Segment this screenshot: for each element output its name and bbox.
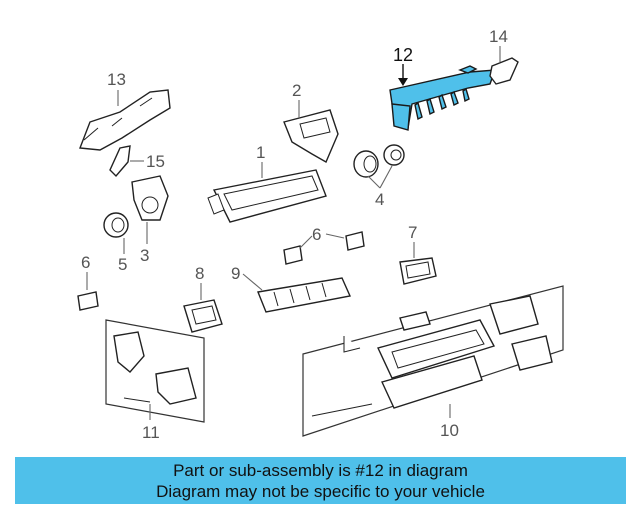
part-3-vent-housing[interactable] [131, 175, 169, 221]
part-6-clips-middle[interactable] [283, 231, 365, 265]
info-banner: Part or sub-assembly is #12 in diagram D… [15, 457, 626, 504]
callout-1: 1 [256, 143, 265, 162]
part-14-bracket[interactable] [489, 57, 519, 85]
banner-line-2: Diagram may not be specific to your vehi… [156, 482, 485, 501]
part-10-duct-assembly[interactable] [311, 295, 553, 417]
callout-7: 7 [408, 223, 417, 242]
part-5-round-vent[interactable] [103, 212, 129, 238]
callout-8: 8 [195, 264, 204, 283]
part-9-center-vent[interactable] [257, 277, 351, 313]
callout-3: 3 [140, 246, 149, 265]
callout-6-left: 6 [81, 253, 90, 272]
callout-9: 9 [231, 264, 240, 283]
leader-4 [367, 165, 393, 189]
callout-4: 4 [375, 190, 384, 209]
leader-6-middle [299, 233, 345, 249]
callout-14: 14 [489, 27, 508, 46]
part-6-clip-left[interactable] [77, 291, 99, 311]
banner-line-1: Part or sub-assembly is #12 in diagram [173, 461, 468, 480]
panel-11 [105, 319, 205, 423]
parts-diagram: 12 14 13 15 3 5 6 1 [77, 27, 564, 442]
panel-10 [302, 285, 564, 437]
part-7-side-vent[interactable] [399, 257, 437, 285]
callout-2: 2 [292, 81, 301, 100]
part-12-duct[interactable] [389, 65, 497, 131]
part-2-vent-bracket[interactable] [283, 109, 339, 163]
part-1-center-vent[interactable] [207, 169, 327, 223]
callout-10: 10 [440, 421, 459, 440]
part-15-clip[interactable] [109, 145, 131, 178]
callout-11: 11 [142, 423, 160, 442]
callout-13: 13 [107, 70, 126, 89]
part-8-side-vent[interactable] [183, 299, 223, 333]
part-13-duct[interactable] [79, 89, 171, 151]
part-11-assembly[interactable] [113, 331, 197, 405]
leader-9 [242, 273, 263, 291]
callout-6-middle: 6 [312, 225, 321, 244]
callout-5: 5 [118, 255, 127, 274]
callout-15: 15 [146, 152, 165, 171]
part-4-round-vents[interactable] [353, 144, 405, 178]
arrow-12 [398, 78, 408, 86]
callout-12: 12 [393, 45, 413, 65]
